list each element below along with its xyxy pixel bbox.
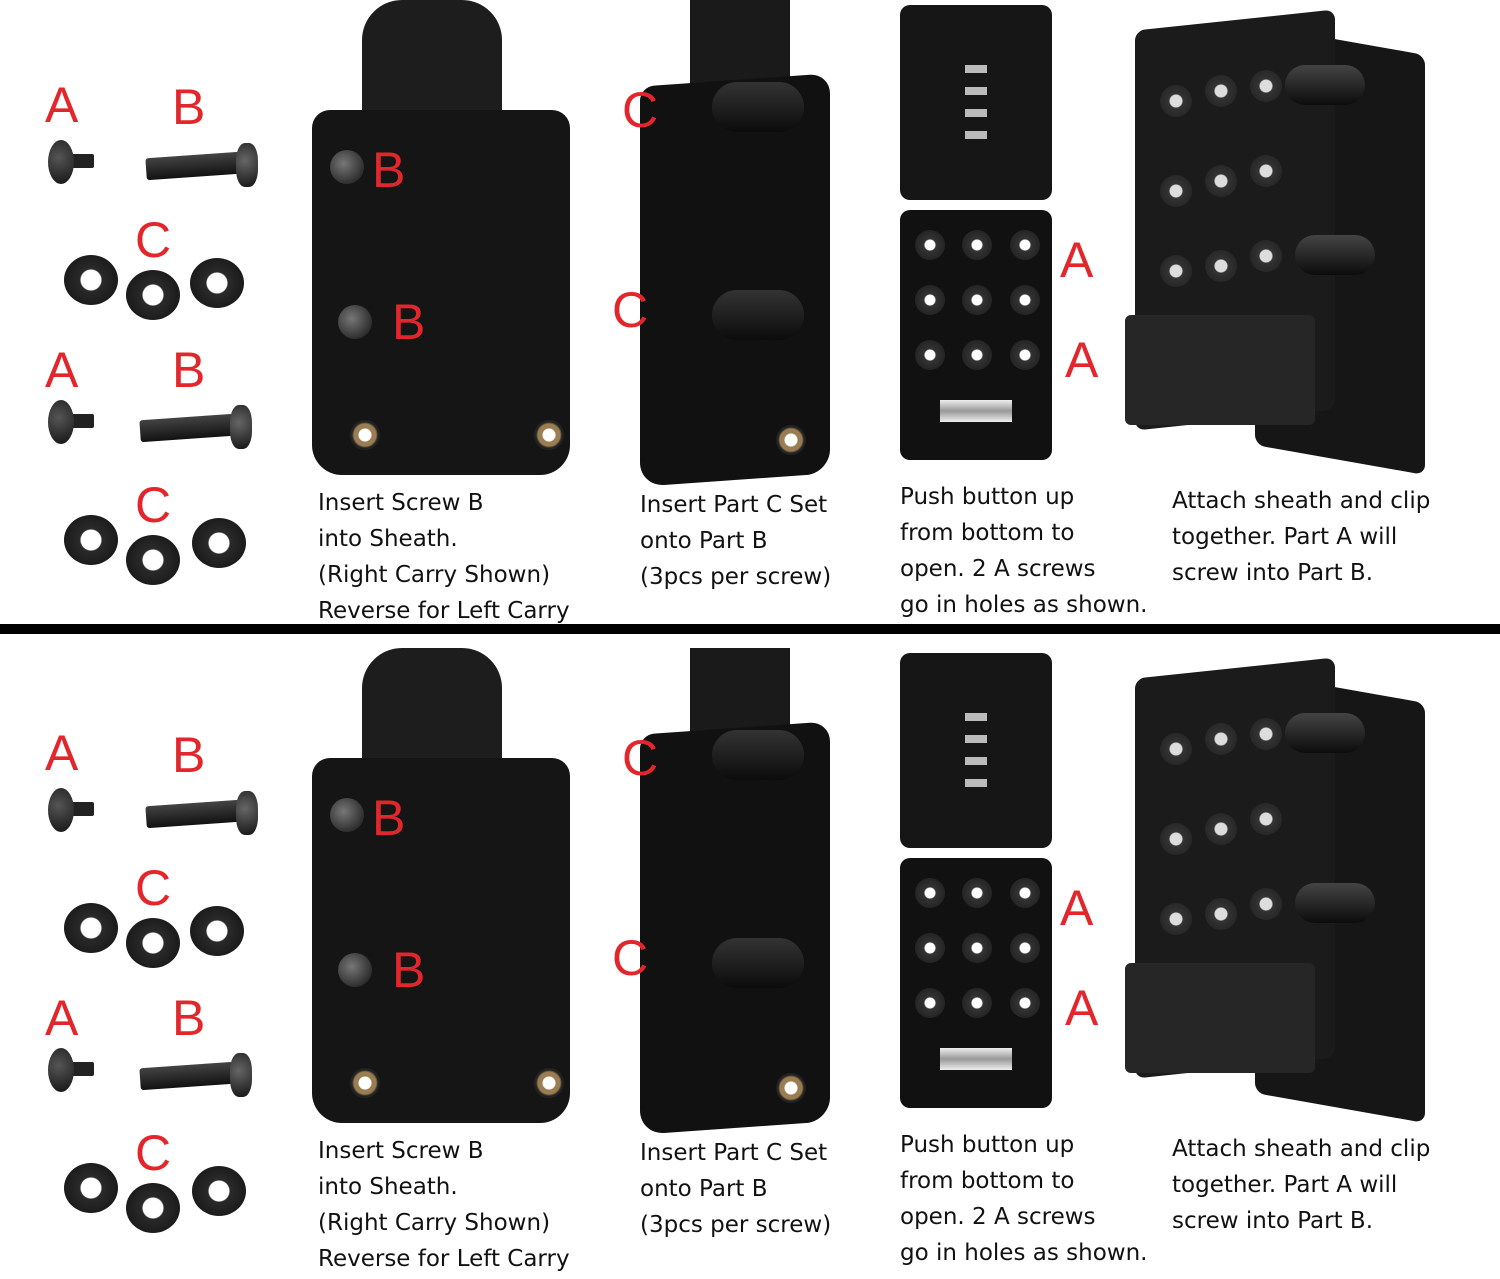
screw-b-image — [145, 143, 258, 187]
panel-divider — [0, 624, 1500, 634]
washer-c-image — [64, 515, 118, 565]
part-label-b: B — [172, 727, 206, 783]
step3-label-a: A — [1060, 880, 1094, 936]
screw-b-image — [139, 405, 252, 449]
step1-label-b: B — [392, 942, 426, 998]
step2-label-c: C — [622, 82, 659, 138]
screw-b-image — [145, 791, 258, 835]
step1-label-b: B — [392, 294, 426, 350]
washer-c-image — [192, 518, 246, 568]
washer-c-image — [126, 1183, 180, 1233]
part-label-a: A — [45, 990, 79, 1046]
washer-c-image — [64, 1163, 118, 1213]
step2-label-c: C — [622, 730, 659, 786]
sheath-with-screws-image — [302, 0, 570, 475]
washer-c-image — [126, 535, 180, 585]
assembled-sheath-clip-image — [1085, 657, 1445, 1133]
part-label-c: C — [135, 860, 172, 916]
step3-label-a: A — [1060, 232, 1094, 288]
sheath-with-spacers-image — [640, 648, 832, 1135]
screw-a-image — [48, 1048, 96, 1092]
step2-label-c: C — [612, 282, 649, 338]
step1-label-b: B — [372, 790, 406, 846]
part-label-b: B — [172, 342, 206, 398]
screw-b-image — [139, 1053, 252, 1097]
screw-a-image — [48, 788, 96, 832]
part-label-a: A — [45, 77, 79, 133]
belt-clip-open-image — [900, 5, 1056, 460]
screw-a-image — [48, 140, 96, 184]
washer-c-image — [190, 258, 244, 308]
part-label-c: C — [135, 477, 172, 533]
washer-c-image — [64, 255, 118, 305]
step3-label-a: A — [1065, 980, 1099, 1036]
screw-a-image — [48, 400, 96, 444]
part-label-c: C — [135, 212, 172, 268]
part-label-a: A — [45, 725, 79, 781]
step2-label-c: C — [612, 930, 649, 986]
part-label-c: C — [135, 1125, 172, 1181]
washer-c-image — [64, 903, 118, 953]
washer-c-image — [190, 906, 244, 956]
washer-c-image — [126, 270, 180, 320]
part-label-b: B — [172, 990, 206, 1046]
sheath-with-screws-image — [302, 648, 570, 1123]
part-label-a: A — [45, 342, 79, 398]
part-label-b: B — [172, 79, 206, 135]
washer-c-image — [192, 1166, 246, 1216]
sheath-with-spacers-image — [640, 0, 832, 487]
step3-label-a: A — [1065, 332, 1099, 388]
belt-clip-open-image — [900, 653, 1056, 1108]
washer-c-image — [126, 918, 180, 968]
assembled-sheath-clip-image — [1085, 9, 1445, 485]
step1-label-b: B — [372, 142, 406, 198]
